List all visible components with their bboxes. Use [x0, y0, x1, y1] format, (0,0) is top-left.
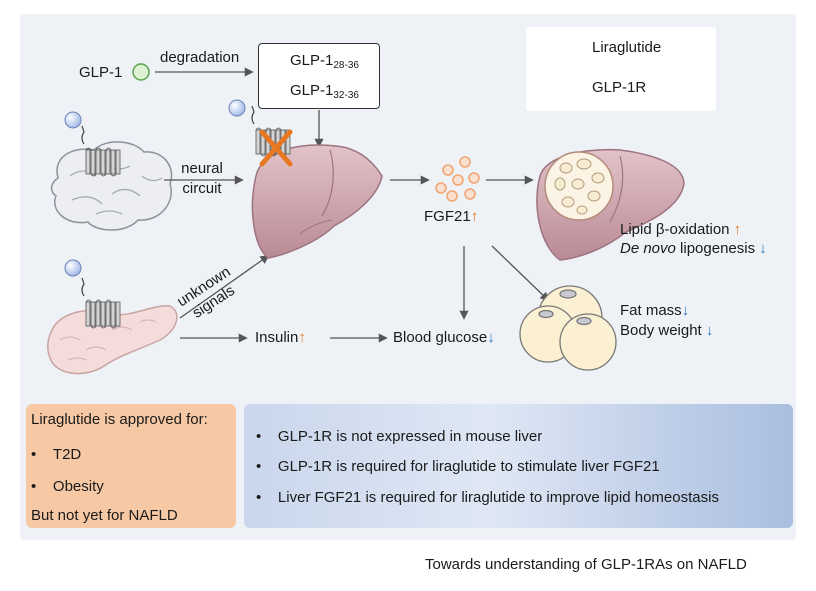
liver-icon [251, 144, 383, 259]
approved-item-2: • Obesity [31, 478, 104, 495]
fat-cells-icon [519, 285, 617, 371]
fgf21-label: FGF21↑ [424, 208, 479, 225]
finding-item-3: • Liver FGF21 is required for liraglutid… [256, 489, 719, 506]
pancreas-ligand-icon [64, 259, 82, 277]
fatty-liver-icon [536, 148, 685, 261]
brain-ligand-icon [64, 111, 82, 129]
body-weight-down-arrow: ↓ [705, 322, 714, 339]
glp1-circle-icon [132, 63, 150, 81]
unknown-signals-arrow [179, 254, 270, 319]
lipogenesis-label: De novo lipogenesis ↓ [620, 240, 767, 257]
liver-ligand-icon [228, 99, 246, 117]
insulin-label: Insulin↑ [255, 329, 306, 346]
glp1-label: GLP-1 [79, 64, 123, 81]
fragment-1-label: GLP-128-36 [290, 52, 359, 71]
findings-box [244, 404, 793, 528]
degradation-label: degradation [160, 49, 240, 66]
cross-mark-icon [259, 129, 293, 167]
glucose-down-arrow: ↓ [487, 329, 495, 346]
approved-box [26, 404, 236, 528]
fat-mass-down-arrow: ↓ [681, 302, 690, 319]
brain-receptor-icon [81, 125, 121, 177]
finding-item-2: • GLP-1R is required for liraglutide to … [256, 458, 660, 475]
fgf21-particles-icon [435, 156, 480, 202]
oxidation-up-arrow: ↑ [733, 221, 742, 238]
legend-receptor-label: GLP-1R [592, 79, 647, 96]
insulin-up-arrow: ↑ [298, 329, 306, 346]
body-weight-label: Body weight ↓ [620, 322, 714, 339]
neural-label-line2: circuit [182, 180, 222, 197]
pancreas-receptor-icon [81, 277, 121, 329]
neural-label-line1: neural [181, 160, 223, 177]
legend-ligand-label: Liraglutide [592, 39, 662, 56]
liver-receptor-icon [251, 105, 291, 157]
approved-footer: But not yet for NAFLD [31, 507, 178, 524]
lipogenesis-down-arrow: ↓ [759, 240, 767, 257]
lipid-oxidation-label: Lipid β-oxidation ↑ [620, 221, 742, 238]
fgf21-to-fat-arrow [491, 245, 550, 302]
fragment-2-label: GLP-132-36 [290, 82, 359, 101]
finding-item-1: • GLP-1R is not expressed in mouse liver [256, 428, 543, 445]
blood-glucose-label: Blood glucose↓ [393, 329, 495, 346]
fragments-box [258, 43, 380, 109]
fgf21-up-arrow: ↑ [470, 208, 479, 225]
approved-item-1: • T2D [31, 446, 82, 463]
approved-title: Liraglutide is approved for: [31, 411, 208, 428]
fat-mass-label: Fat mass↓ [620, 302, 690, 319]
legend-box [526, 27, 716, 111]
figure-caption: Towards understanding of GLP-1RAs on NAF… [425, 556, 747, 573]
